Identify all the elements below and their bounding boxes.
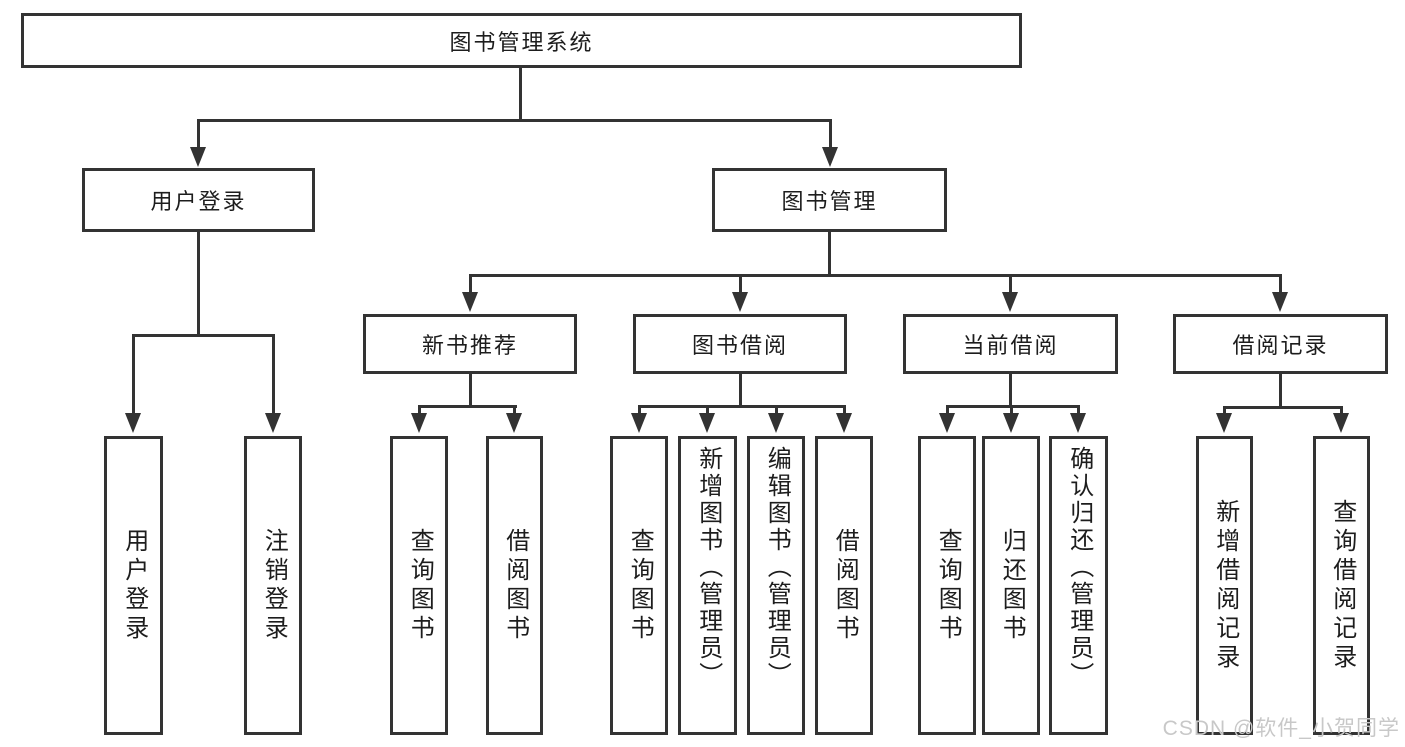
arrowhead-down-icon bbox=[822, 147, 838, 167]
leaf-borrow-borrow-books: 借阅图书 bbox=[815, 436, 873, 735]
connector-arrow-stem bbox=[738, 274, 742, 294]
connector-arrow-stem bbox=[828, 119, 832, 149]
node-new-book-rec-label: 新书推荐 bbox=[421, 333, 518, 358]
arrowhead-down-icon bbox=[1002, 292, 1018, 312]
leaf-newrec-borrow-books: 借阅图书 bbox=[486, 436, 543, 735]
node-user-login-label: 用户登录 bbox=[150, 189, 247, 214]
arrowhead-down-icon bbox=[506, 413, 522, 433]
leaf-records-query-record: 查询借阅记录 bbox=[1313, 436, 1370, 735]
connector-line bbox=[197, 232, 200, 337]
leaf-current-confirm-return-admin-label: 确认归还（管理员） bbox=[1065, 446, 1093, 689]
arrowhead-down-icon bbox=[1333, 413, 1349, 433]
connector-line bbox=[197, 119, 832, 122]
leaf-user-login: 用户登录 bbox=[104, 436, 163, 735]
leaf-borrow-query-books-label: 查询图书 bbox=[626, 527, 654, 644]
leaf-records-add-record: 新增借阅记录 bbox=[1196, 436, 1253, 735]
arrowhead-down-icon bbox=[1003, 413, 1019, 433]
connector-arrow-stem bbox=[468, 274, 472, 294]
node-root-label: 图书管理系统 bbox=[449, 29, 594, 55]
arrowhead-down-icon bbox=[411, 413, 427, 433]
arrowhead-down-icon bbox=[190, 147, 206, 167]
connector-line bbox=[946, 405, 1080, 408]
leaf-borrow-edit-books-admin: 编辑图书（管理员） bbox=[747, 436, 805, 735]
connector-arrow-stem bbox=[196, 119, 200, 149]
connector-line bbox=[469, 274, 1282, 277]
leaf-borrow-query-books: 查询图书 bbox=[610, 436, 668, 735]
connector-arrow-stem bbox=[1008, 274, 1012, 294]
connector-line bbox=[132, 334, 275, 337]
arrowhead-down-icon bbox=[265, 413, 281, 433]
arrowhead-down-icon bbox=[768, 413, 784, 433]
node-book-mgmt: 图书管理 bbox=[712, 168, 947, 232]
arrowhead-down-icon bbox=[699, 413, 715, 433]
arrowhead-down-icon bbox=[125, 413, 141, 433]
leaf-records-query-record-label: 查询借阅记录 bbox=[1328, 498, 1356, 673]
connector-arrow-stem bbox=[1009, 405, 1013, 415]
connector-arrow-stem bbox=[271, 334, 275, 415]
connector-line bbox=[418, 405, 517, 408]
connector-line bbox=[469, 374, 472, 408]
connector-arrow-stem bbox=[945, 405, 949, 415]
arrowhead-down-icon bbox=[836, 413, 852, 433]
watermark-text: CSDN @软件_小贺同学 bbox=[1162, 717, 1400, 740]
leaf-current-query-books-label: 查询图书 bbox=[934, 527, 962, 644]
leaf-logout: 注销登录 bbox=[244, 436, 302, 735]
leaf-borrow-add-books-admin-label: 新增图书（管理员） bbox=[694, 446, 722, 689]
leaf-newrec-query-books-label: 查询图书 bbox=[406, 527, 434, 644]
connector-line bbox=[1009, 374, 1012, 408]
leaf-current-return-books-label: 归还图书 bbox=[998, 527, 1026, 644]
connector-line bbox=[739, 374, 742, 408]
connector-line bbox=[828, 232, 831, 276]
node-new-book-rec: 新书推荐 bbox=[363, 314, 577, 374]
connector-line bbox=[638, 405, 846, 408]
connector-arrow-stem bbox=[512, 405, 516, 415]
leaf-borrow-edit-books-admin-label: 编辑图书（管理员） bbox=[763, 446, 791, 689]
connector-line bbox=[519, 68, 522, 122]
node-current-borrow: 当前借阅 bbox=[903, 314, 1118, 374]
node-book-borrow-label: 图书借阅 bbox=[691, 333, 788, 358]
node-book-mgmt-label: 图书管理 bbox=[781, 189, 878, 214]
connector-line bbox=[1223, 406, 1343, 409]
connector-arrow-stem bbox=[131, 334, 135, 415]
connector-line bbox=[1279, 374, 1282, 409]
arrowhead-down-icon bbox=[732, 292, 748, 312]
leaf-logout-label: 注销登录 bbox=[260, 527, 288, 644]
connector-arrow-stem bbox=[774, 405, 778, 415]
leaf-current-confirm-return-admin: 确认归还（管理员） bbox=[1049, 436, 1108, 735]
arrowhead-down-icon bbox=[1070, 413, 1086, 433]
leaf-current-query-books: 查询图书 bbox=[918, 436, 976, 735]
arrowhead-down-icon bbox=[1216, 413, 1232, 433]
connector-arrow-stem bbox=[1278, 274, 1282, 294]
leaf-newrec-query-books: 查询图书 bbox=[390, 436, 448, 735]
arrowhead-down-icon bbox=[939, 413, 955, 433]
node-current-borrow-label: 当前借阅 bbox=[962, 333, 1059, 358]
node-borrow-records: 借阅记录 bbox=[1173, 314, 1388, 374]
leaf-records-add-record-label: 新增借阅记录 bbox=[1211, 498, 1239, 673]
arrowhead-down-icon bbox=[1272, 292, 1288, 312]
node-borrow-records-label: 借阅记录 bbox=[1232, 333, 1329, 358]
leaf-current-return-books: 归还图书 bbox=[982, 436, 1040, 735]
connector-arrow-stem bbox=[417, 405, 421, 415]
leaf-borrow-borrow-books-label: 借阅图书 bbox=[831, 527, 859, 644]
connector-arrow-stem bbox=[637, 405, 641, 415]
leaf-user-login-label: 用户登录 bbox=[120, 527, 148, 644]
connector-arrow-stem bbox=[1076, 405, 1080, 415]
leaf-borrow-add-books-admin: 新增图书（管理员） bbox=[678, 436, 737, 735]
node-root: 图书管理系统 bbox=[21, 13, 1022, 68]
node-book-borrow: 图书借阅 bbox=[633, 314, 847, 374]
connector-arrow-stem bbox=[705, 405, 709, 415]
connector-arrow-stem bbox=[1339, 406, 1343, 415]
arrowhead-down-icon bbox=[631, 413, 647, 433]
connector-arrow-stem bbox=[842, 405, 846, 415]
node-user-login: 用户登录 bbox=[82, 168, 315, 232]
connector-arrow-stem bbox=[1222, 406, 1226, 415]
arrowhead-down-icon bbox=[462, 292, 478, 312]
leaf-newrec-borrow-books-label: 借阅图书 bbox=[501, 527, 529, 644]
